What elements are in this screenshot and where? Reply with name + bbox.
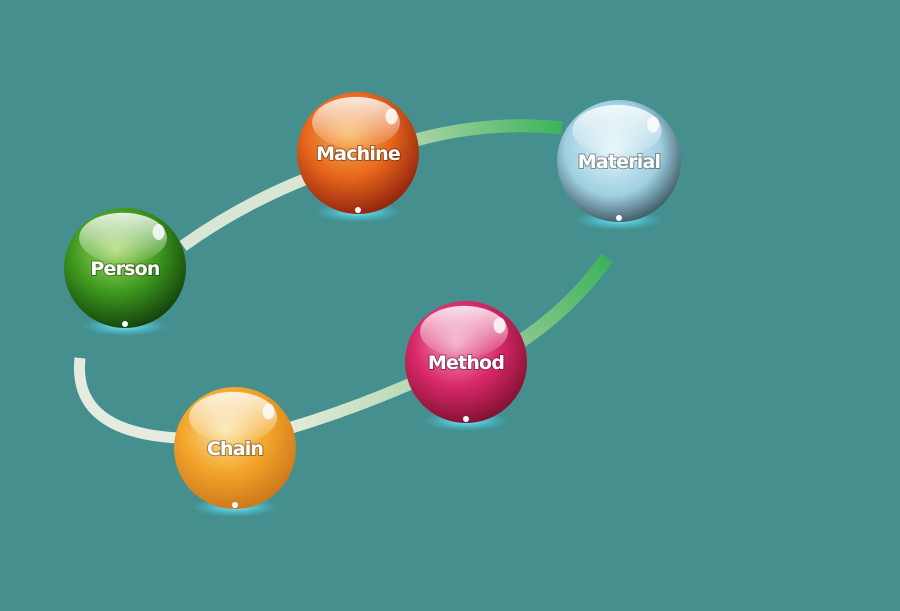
sphere-highlight — [189, 391, 277, 444]
sparkle-icon — [616, 215, 622, 221]
path-chain-person — [73, 357, 179, 444]
node-method: Method — [405, 301, 527, 431]
sphere-highlight — [79, 212, 167, 264]
sphere-highlight — [420, 305, 508, 358]
sphere-glint — [262, 403, 275, 420]
node-label: Machine — [316, 143, 400, 165]
sphere-highlight — [312, 96, 400, 149]
sparkle-icon — [122, 321, 128, 327]
node-label: Chain — [207, 438, 264, 460]
node-material: Material — [557, 100, 681, 230]
sparkle-icon — [463, 416, 469, 422]
sparkle-icon — [232, 502, 238, 508]
node-chain: Chain — [174, 387, 296, 517]
node-label: Method — [428, 352, 504, 374]
path-machine-material — [414, 119, 563, 147]
sphere-glint — [385, 108, 398, 125]
path-person-machine — [179, 172, 311, 251]
sphere-highlight — [572, 104, 662, 157]
sparkle-icon — [355, 207, 361, 213]
node-label: Person — [90, 258, 160, 280]
node-person: Person — [64, 208, 186, 336]
path-material-method — [511, 253, 613, 351]
node-machine: Machine — [297, 92, 419, 222]
sphere-glint — [647, 116, 660, 133]
sphere-glint — [152, 224, 165, 240]
node-label: Material — [578, 151, 661, 173]
sphere-glint — [493, 317, 506, 334]
path-method-chain — [288, 378, 413, 434]
